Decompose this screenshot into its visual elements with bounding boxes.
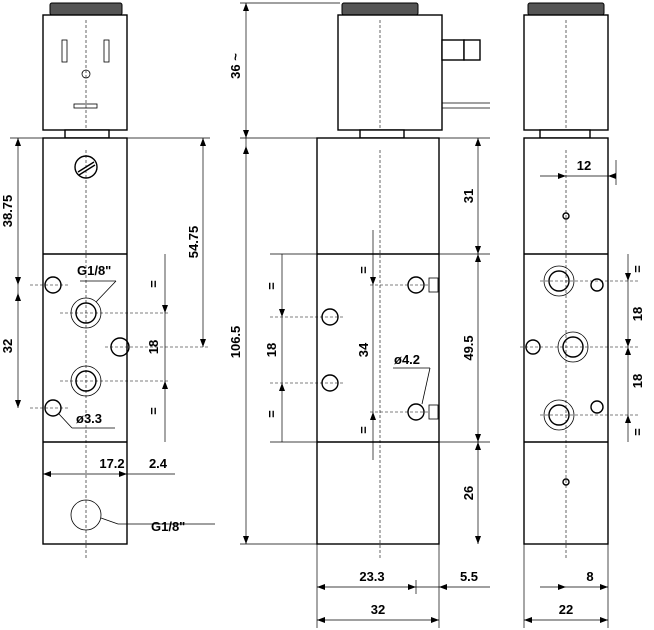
sym-mark-left-top: = — [146, 280, 161, 288]
dim-18-left: 18 — [146, 340, 161, 354]
dim-36: 36 ~ — [228, 53, 243, 79]
thread-callout-bottom: G1/8" — [151, 519, 185, 534]
sym-mark-mid-bottom: = — [356, 426, 371, 434]
dim-18-right-bottom: 18 — [630, 374, 645, 388]
left-knurled-cap — [49, 2, 123, 16]
sym-mark-mid-left-top: = — [264, 282, 279, 290]
middle-knurled-cap — [341, 2, 419, 16]
left-coil-body — [42, 14, 128, 131]
left-view: 38.75 32 54.75 18 = = G1/8" ø3.3 17.2 — [0, 2, 215, 560]
dim-31: 31 — [461, 189, 476, 203]
sym-mark-left-bottom: = — [146, 407, 161, 415]
sym-mark-right-top: = — [630, 265, 645, 273]
hole-callout-3-3: ø3.3 — [76, 411, 102, 426]
dim-32-bottom: 32 — [371, 602, 385, 617]
dim-18-right-top: 18 — [630, 307, 645, 321]
dim-8: 8 — [586, 569, 593, 584]
dim-12: 12 — [577, 158, 591, 173]
left-valve-body — [42, 137, 128, 545]
sym-mark-right-bottom: = — [630, 428, 645, 436]
middle-view: 36 ~ 106.5 18 = = 34 = = ø4.2 — [228, 2, 490, 628]
hole-callout-4-2: ø4.2 — [394, 352, 420, 367]
dim-5-5: 5.5 — [460, 569, 478, 584]
dim-32-left: 32 — [0, 339, 15, 353]
sym-mark-mid-left-bottom: = — [264, 410, 279, 418]
right-knurled-cap — [527, 2, 605, 16]
sym-mark-mid-top: = — [356, 266, 371, 274]
dim-38-75: 38.75 — [0, 195, 15, 228]
dim-54-75: 54.75 — [186, 226, 201, 259]
dim-18-mid: 18 — [264, 343, 279, 357]
middle-coil-body — [337, 14, 443, 131]
dim-22: 22 — [559, 602, 573, 617]
dim-2-4: 2.4 — [149, 456, 168, 471]
thread-callout-top: G1/8" — [77, 263, 111, 278]
middle-valve-body — [316, 137, 440, 545]
dim-106-5: 106.5 — [228, 326, 243, 359]
dim-26: 26 — [461, 486, 476, 500]
dim-49-5: 49.5 — [461, 335, 476, 360]
dim-34: 34 — [356, 342, 371, 357]
dim-23-3: 23.3 — [359, 569, 384, 584]
dim-17-2: 17.2 — [99, 456, 124, 471]
right-view: 12 18 18 = = 8 22 — [520, 2, 645, 628]
